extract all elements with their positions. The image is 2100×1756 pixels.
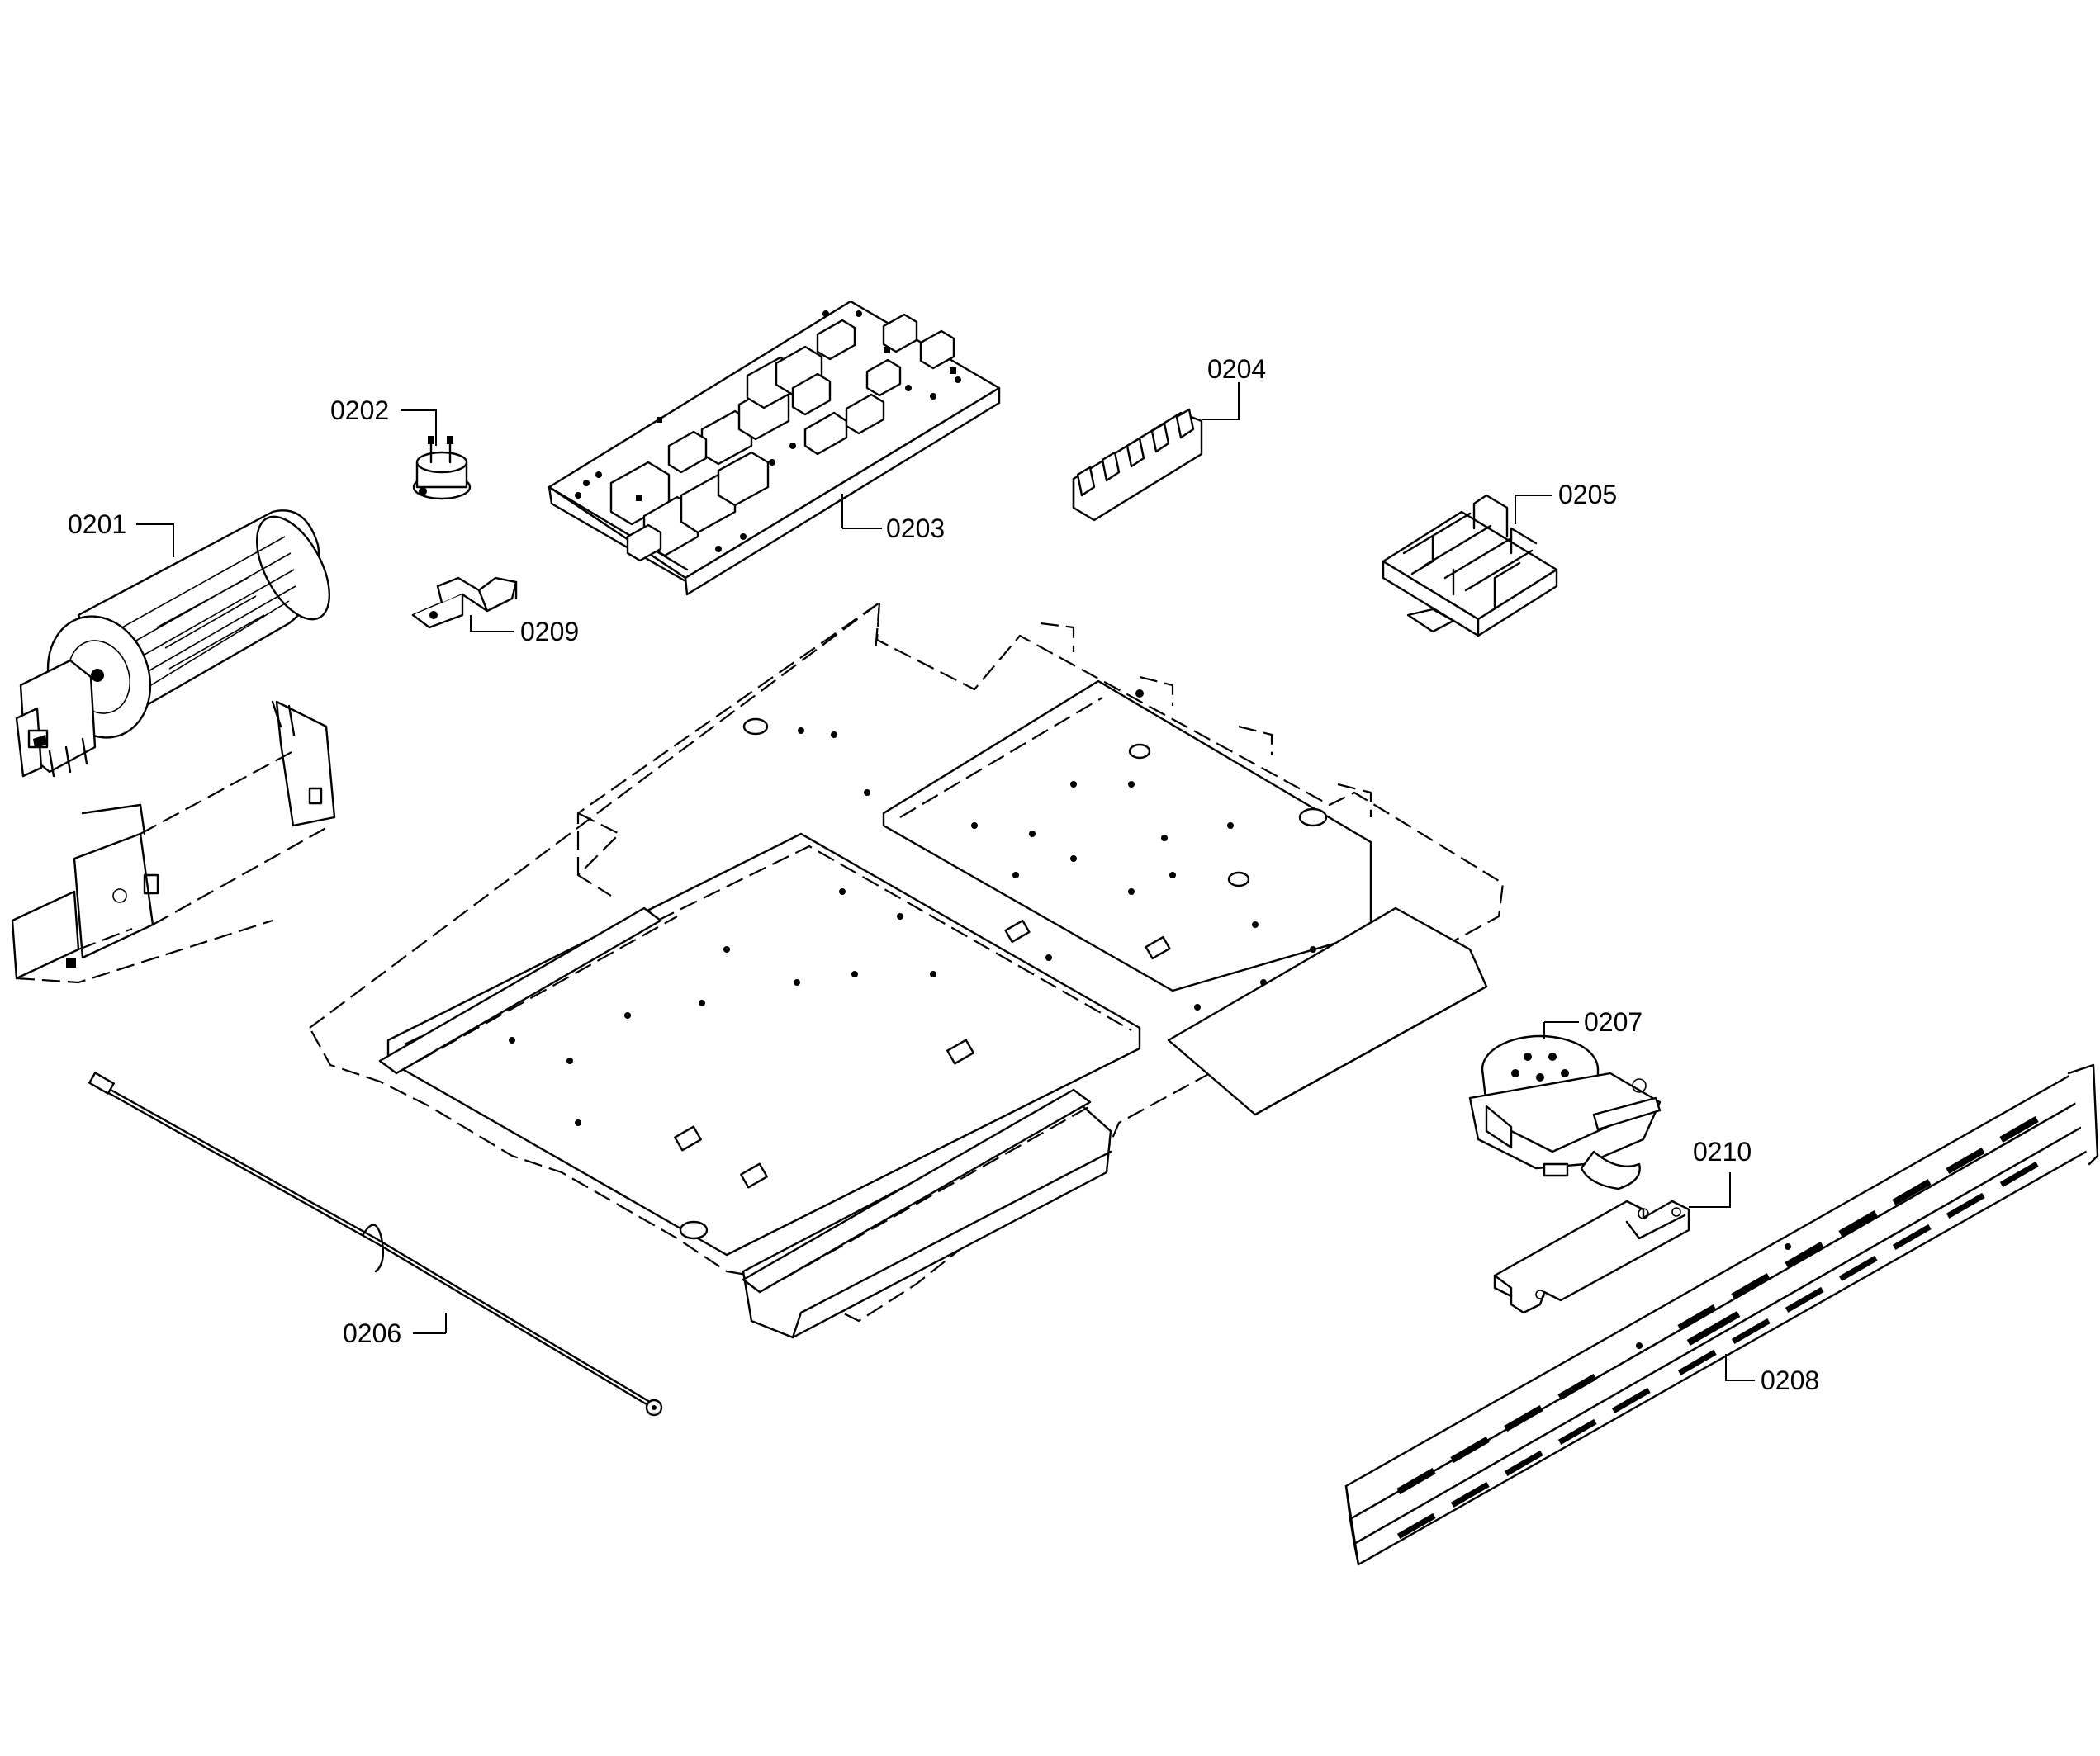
callout-0210: 0210: [1693, 1137, 1752, 1167]
fan-mounting-bracket: [11, 700, 336, 984]
part-0210-mounting-plate[interactable]: [1493, 1200, 1690, 1314]
part-0201-fan-motor[interactable]: [15, 505, 344, 778]
callout-0209: 0209: [520, 617, 579, 646]
part-0202-thermostat[interactable]: [412, 436, 472, 500]
callout-0205: 0205: [1558, 480, 1617, 509]
part-0208-front-rail[interactable]: [1344, 1063, 2099, 1566]
part-0207-motor-assembly[interactable]: [1468, 1034, 1662, 1190]
callout-0201: 0201: [68, 509, 126, 539]
callout-0208: 0208: [1761, 1366, 1819, 1395]
callout-0204: 0204: [1207, 354, 1266, 384]
callout-0203: 0203: [886, 514, 945, 543]
part-0204-terminal-block[interactable]: [1072, 408, 1203, 522]
part-0209-bracket[interactable]: [411, 576, 518, 629]
part-0203-control-board[interactable]: [548, 300, 1001, 596]
leader-lines: [136, 382, 1755, 1381]
base-panel: [308, 601, 1505, 1339]
callout-0206: 0206: [343, 1318, 401, 1348]
part-0205-connector-housing[interactable]: [1382, 494, 1558, 637]
part-0206-sensor-wire[interactable]: [88, 1072, 663, 1417]
callout-0202: 0202: [330, 395, 389, 425]
callout-0207: 0207: [1584, 1007, 1643, 1037]
